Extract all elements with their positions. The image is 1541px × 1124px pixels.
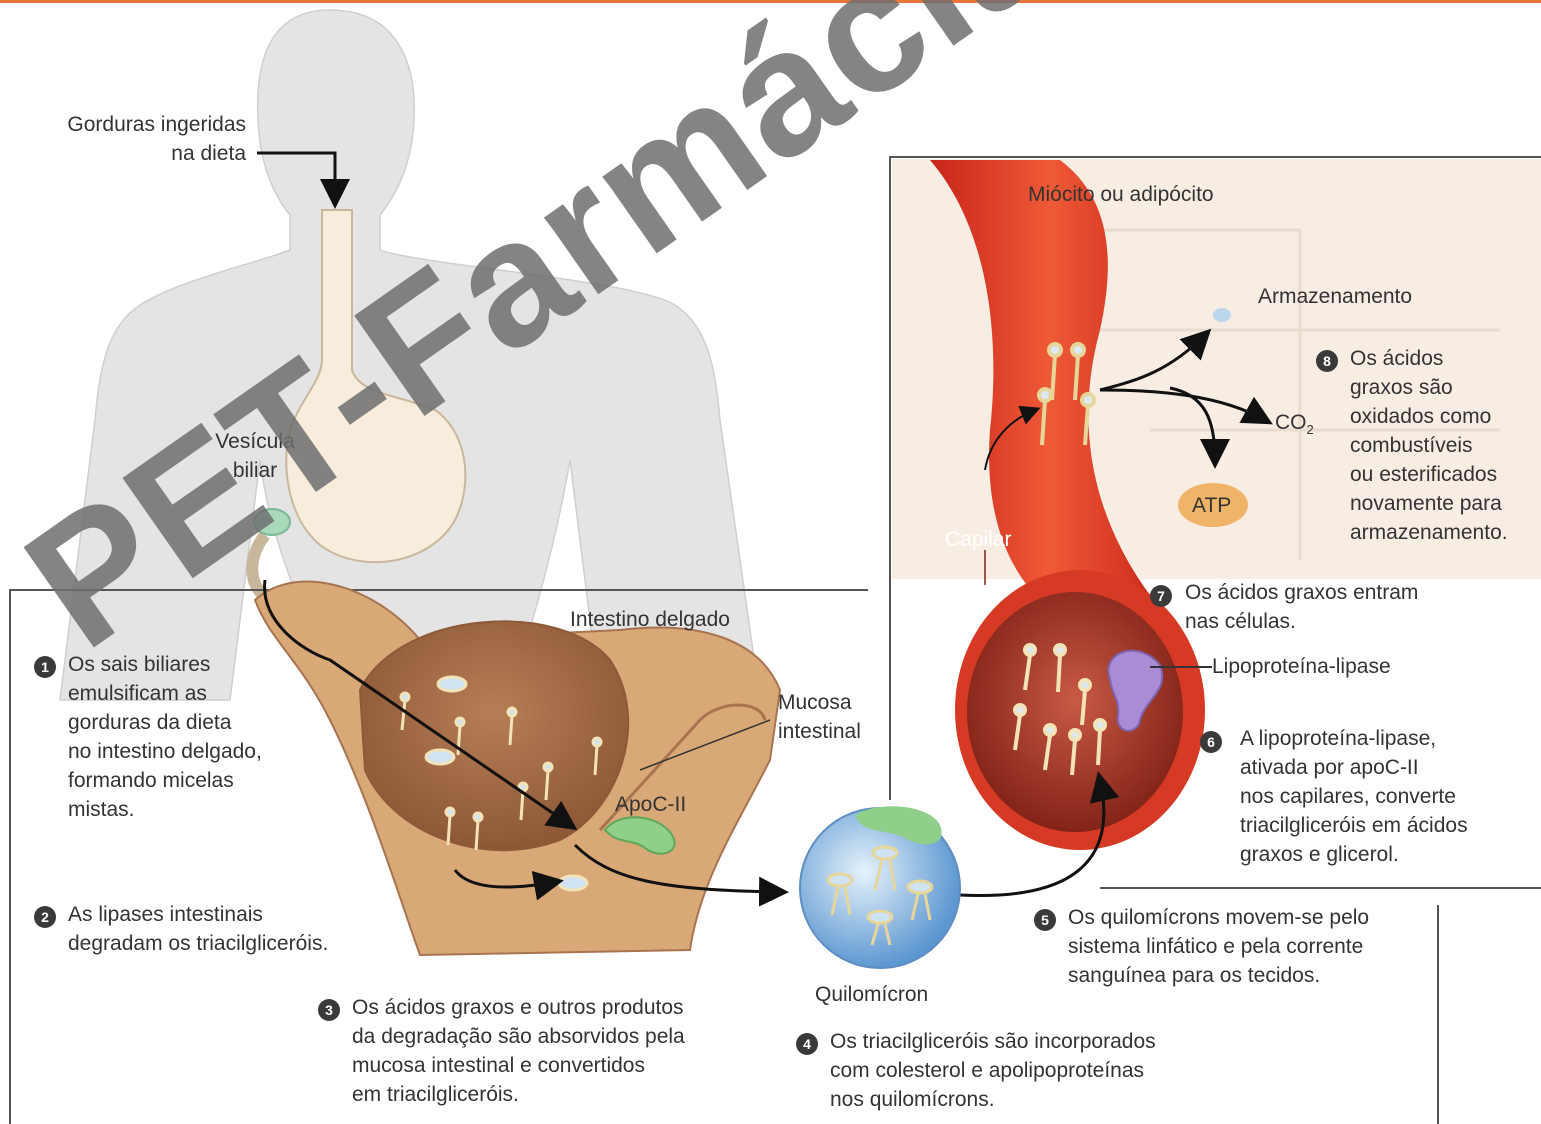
step-6-line: A lipoproteína-lipase, bbox=[1240, 724, 1468, 753]
step-7-line: nas células. bbox=[1185, 607, 1418, 636]
step-8-line: combustíveis bbox=[1350, 431, 1508, 460]
step-3-line: da degradação são absorvidos pela bbox=[352, 1022, 685, 1051]
step-6-line: ativada por apoC-II bbox=[1240, 753, 1468, 782]
apoc2-label: ApoC-II bbox=[615, 790, 686, 819]
co2-label-main: CO bbox=[1275, 411, 1307, 434]
step-5-text: Os quilomícrons movem-se pelo sistema li… bbox=[1068, 903, 1369, 990]
storage-label: Armazenamento bbox=[1258, 282, 1412, 311]
step-2-text: As lipases intestinais degradam os triac… bbox=[68, 900, 328, 958]
step-8-line: armazenamento. bbox=[1350, 518, 1508, 547]
capillary-lumen bbox=[967, 592, 1183, 832]
co2-label: CO2 bbox=[1275, 408, 1314, 444]
step-4-line: com colesterol e apolipoproteínas bbox=[830, 1056, 1156, 1085]
step-8-line: Os ácidos bbox=[1350, 344, 1508, 373]
step-6-line: nos capilares, converte bbox=[1240, 782, 1468, 811]
intestinal-mucosa-label-line2: intestinal bbox=[778, 717, 861, 746]
step-7-line: Os ácidos graxos entram bbox=[1185, 578, 1418, 607]
step-3-text: Os ácidos graxos e outros produtos da de… bbox=[352, 993, 685, 1109]
step-1-text: Os sais biliares emulsificam as gorduras… bbox=[68, 650, 262, 824]
chylomicron-label: Quilomícron bbox=[815, 980, 928, 1009]
step-4-line: Os triacilgliceróis são incorporados bbox=[830, 1027, 1156, 1056]
step-1-line: mistas. bbox=[68, 795, 262, 824]
lipase-label-line bbox=[1150, 666, 1212, 668]
intestine-section bbox=[255, 581, 780, 955]
step-2-line: As lipases intestinais bbox=[68, 900, 328, 929]
stored-fat-droplet bbox=[1213, 308, 1231, 322]
step-1-line: formando micelas bbox=[68, 766, 262, 795]
lipoprotein-lipase-label: Lipoproteína-lipase bbox=[1212, 652, 1391, 681]
step-5-badge: 5 bbox=[1034, 909, 1056, 931]
step-2-badge: 2 bbox=[34, 906, 56, 928]
dietary-fats-label-line1: Gorduras ingeridas bbox=[28, 110, 246, 139]
step-8-line: ou esterificados bbox=[1350, 460, 1508, 489]
step-3-badge: 3 bbox=[318, 999, 340, 1021]
dietary-fats-label: Gorduras ingeridas na dieta bbox=[28, 110, 246, 168]
step-6-line: triacilgliceróis em ácidos bbox=[1240, 811, 1468, 840]
step-3-line: Os ácidos graxos e outros produtos bbox=[352, 993, 685, 1022]
capillary-label: Capilar bbox=[945, 525, 1012, 554]
intestinal-mucosa-label: Mucosa intestinal bbox=[778, 688, 861, 746]
step-3-line: em triacilgliceróis. bbox=[352, 1080, 685, 1109]
step-8-line: novamente para bbox=[1350, 489, 1508, 518]
step-8-line: graxos são bbox=[1350, 373, 1508, 402]
small-intestine-label: Intestino delgado bbox=[570, 605, 730, 634]
step-3-line: mucosa intestinal e convertidos bbox=[352, 1051, 685, 1080]
myocyte-label: Miócito ou adipócito bbox=[1028, 180, 1214, 209]
intestinal-mucosa-label-line1: Mucosa bbox=[778, 688, 861, 717]
co2-label-sub: 2 bbox=[1307, 422, 1314, 437]
step-6-badge: 6 bbox=[1200, 731, 1222, 753]
step-1-line: gorduras da dieta bbox=[68, 708, 262, 737]
step-7-text: Os ácidos graxos entram nas células. bbox=[1185, 578, 1418, 636]
step-6-text: A lipoproteína-lipase, ativada por apoC-… bbox=[1240, 724, 1468, 869]
dietary-fats-label-line2: na dieta bbox=[28, 139, 246, 168]
step-2-line: degradam os triacilgliceróis. bbox=[68, 929, 328, 958]
atp-label: ATP bbox=[1192, 491, 1231, 520]
step-7-badge: 7 bbox=[1150, 585, 1172, 607]
step-1-line: no intestino delgado, bbox=[68, 737, 262, 766]
step-4-badge: 4 bbox=[796, 1033, 818, 1055]
step-8-line: oxidados como bbox=[1350, 402, 1508, 431]
step-4-line: nos quilomícrons. bbox=[830, 1085, 1156, 1114]
step-1-line: emulsificam as bbox=[68, 679, 262, 708]
step-4-text: Os triacilgliceróis são incorporados com… bbox=[830, 1027, 1156, 1114]
step-8-badge: 8 bbox=[1316, 350, 1338, 372]
step-8-text: Os ácidos graxos são oxidados como combu… bbox=[1350, 344, 1508, 547]
step-5-line: Os quilomícrons movem-se pelo bbox=[1068, 903, 1369, 932]
step-6-line: graxos e glicerol. bbox=[1240, 840, 1468, 869]
step-1-badge: 1 bbox=[34, 656, 56, 678]
step-5-line: sistema linfático e pela corrente bbox=[1068, 932, 1369, 961]
step-5-line: sanguínea para os tecidos. bbox=[1068, 961, 1369, 990]
